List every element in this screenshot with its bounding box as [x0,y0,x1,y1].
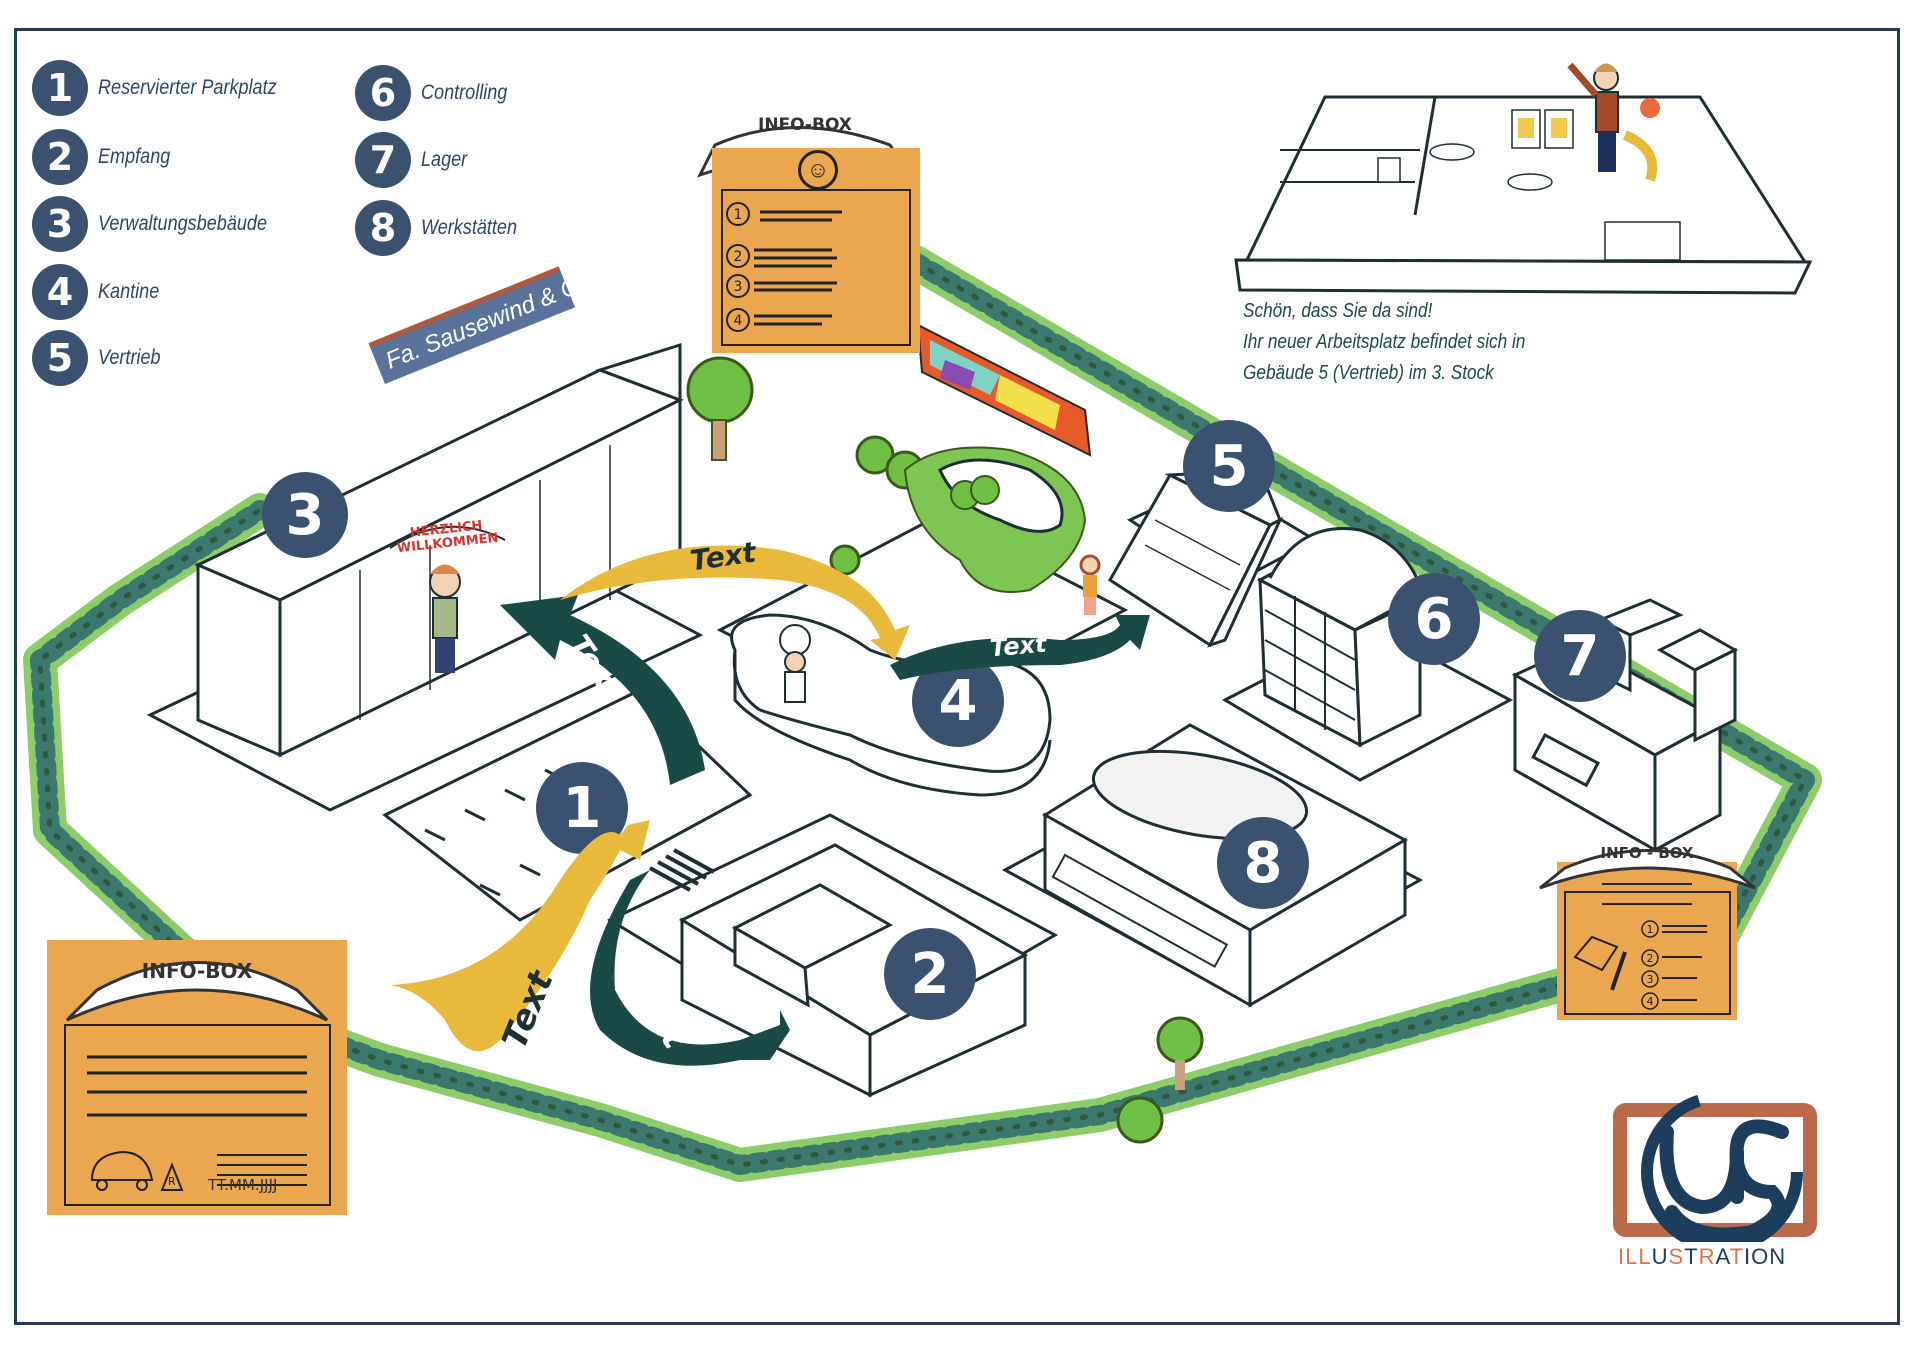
legend-label: Kantine [98,280,160,303]
logo-letter: U [1651,1244,1669,1269]
legend-label: Controlling [421,81,508,104]
map-badge-3[interactable]: 3 [262,472,348,558]
map-badge-4[interactable]: 4 [912,655,1004,747]
park-area [903,446,1087,593]
reserved-sign-letter: R [168,1175,176,1188]
logo-letter: A [1715,1244,1730,1269]
logo-letter: ON [1751,1244,1787,1269]
legend-badge: 4 [32,264,88,320]
info-box-bottom-left: INFO-BOX R [47,940,347,1215]
legend-badge: 8 [355,200,411,256]
guide-person [1079,554,1101,615]
logo-mark [1613,1091,1817,1242]
info-box-right-ribbon: INFO - BOX [1539,844,1756,890]
info-box-bottom-left-art: INFO-BOX R [64,959,331,1206]
arrow-yellow-entry [390,820,650,1052]
legend-label: Werkstätten [421,216,518,239]
pencil-icon [1610,951,1627,991]
graffiti-wall [916,323,1092,457]
smiley-icon: ☺ [798,150,838,190]
map-badge-6[interactable]: 6 [1388,573,1480,665]
legend-label: Verwaltungsbebäude [98,212,268,235]
legend-badge: 5 [32,330,88,386]
date-placeholder: TT.MM.JJJJ [208,1176,278,1194]
logo-letter: S [1668,1244,1685,1269]
legend-item: 7 Lager [355,132,475,188]
arrow-green-sales [890,615,1150,680]
legend-badge: 2 [32,129,88,185]
info-box-right: 1 2 3 4 [1557,862,1737,1020]
info-box-right-art: 1 2 3 4 [1564,883,1731,1015]
welcome-person [389,525,506,673]
legend-badge: 1 [32,60,88,116]
legend-item: 4 Kantine [32,264,169,320]
list-number: 2 [734,249,743,265]
map-badge-7[interactable]: 7 [1534,610,1626,702]
arrow-green-reception [590,870,790,1066]
legend-badge: 6 [355,65,411,121]
legend-label: Lager [421,148,468,171]
legend-item: 2 Empfang [32,129,182,185]
info-box-right-title: INFO - BOX [1600,844,1693,862]
floor-plan [1234,95,1813,295]
logo-letter: LL [1625,1244,1652,1269]
legend-item: 3 Verwaltungsbebäude [32,196,295,252]
legend-label: Reservierter Parkplatz [98,76,277,99]
building-workshops [1042,723,1409,1008]
legend-badge: 3 [32,196,88,252]
welcome-message: Schön, dass Sie da sind! Ihr neuer Arbei… [1243,296,1525,389]
legend-item: 8 Werkstätten [355,200,533,256]
legend-label: Empfang [98,145,171,168]
arrow-label-green-sales: Text [988,629,1048,663]
info-box-top: ☺ 1 2 3 4 [712,148,920,353]
welcome-line: Schön, dass Sie da sind! [1243,300,1433,322]
list-number: 4 [734,313,743,329]
list-number: 3 [734,279,743,295]
legend-item: 1 Reservierter Parkplatz [32,60,306,116]
car-icon [90,1150,154,1191]
map-badge-2[interactable]: 2 [884,928,976,1020]
legend-item: 5 Vertrieb [32,330,171,386]
logo-letter: T [1684,1244,1699,1269]
map-badge-8[interactable]: 8 [1217,817,1309,909]
logo-letter: I [1618,1244,1626,1269]
list-number: 1 [1647,923,1654,936]
logo-wordmark: ILLUSTRATION [1618,1244,1786,1270]
list-number: 4 [1647,995,1654,1008]
list-number: 1 [734,207,743,223]
legend-badge: 7 [355,132,411,188]
chef [779,624,811,703]
arrow-green-admin [500,595,705,785]
legend-item: 6 Controlling [355,65,521,121]
map-badge-5[interactable]: 5 [1183,420,1275,512]
reserved-sign-icon: R [160,1162,184,1191]
welcome-line: Gebäude 5 (Vertrieb) im 3. Stock [1243,362,1494,384]
crosswalk [649,848,715,892]
waving-man [1567,62,1660,172]
book-icon [1573,935,1619,972]
info-box-bottom-left-title: INFO-BOX [142,959,253,983]
list-number: 2 [1647,952,1654,965]
legend-label: Vertrieb [98,346,161,369]
info-box-top-lines: 1 2 3 4 [721,189,911,346]
logo-letter: T [1729,1244,1745,1269]
welcome-line: Ihr neuer Arbeitsplatz befindet sich in [1243,331,1526,353]
arrow-yellow-canteen [560,545,910,660]
page-frame [14,28,1900,1325]
list-number: 3 [1647,973,1654,986]
logo-letter: R [1698,1244,1716,1269]
logo-letter: I [1744,1244,1752,1269]
info-box-top-title: INFO-BOX [758,115,852,135]
